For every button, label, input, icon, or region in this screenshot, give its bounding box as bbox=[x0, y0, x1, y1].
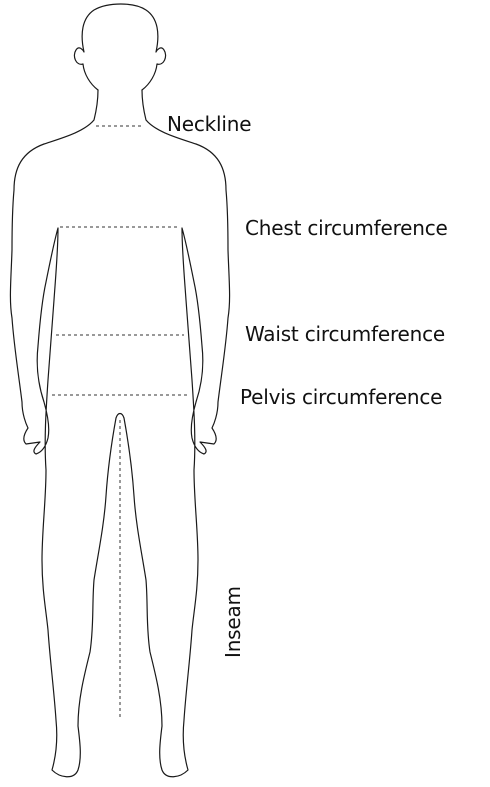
head-outline bbox=[74, 4, 165, 90]
neckline-label: Neckline bbox=[167, 112, 251, 136]
chest-circumference-label: Chest circumference bbox=[245, 216, 448, 240]
waist-circumference-label: Waist circumference bbox=[245, 322, 445, 346]
pelvis-circumference-label: Pelvis circumference bbox=[240, 385, 442, 409]
inseam-label: Inseam bbox=[221, 594, 245, 658]
